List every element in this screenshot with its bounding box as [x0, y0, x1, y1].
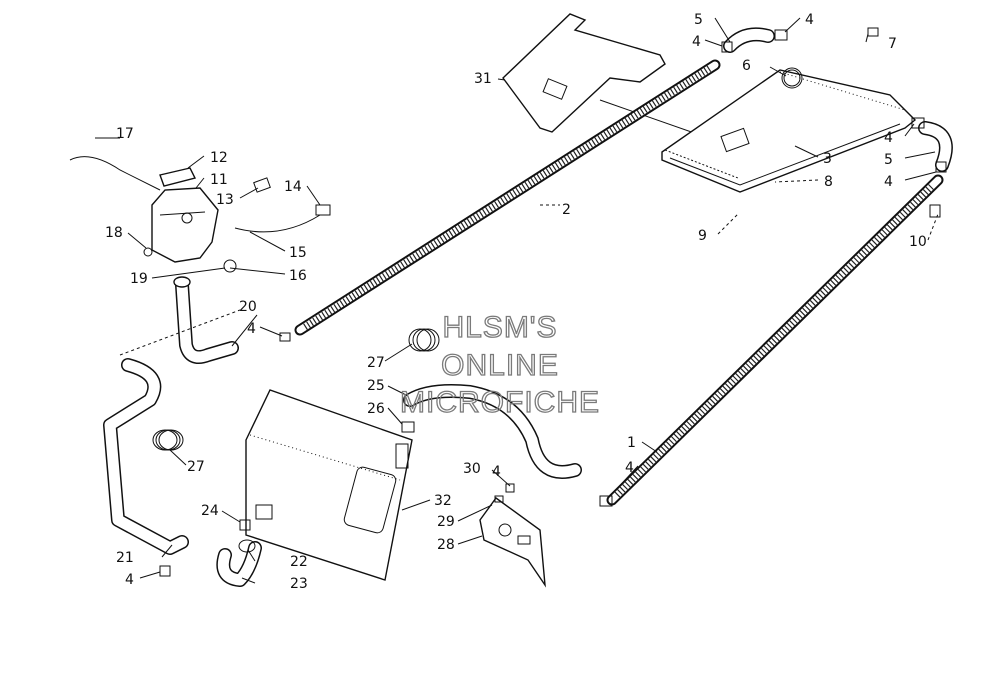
callout-27a: 27 — [367, 355, 385, 371]
hose-part-25 — [401, 384, 582, 479]
callout-17: 17 — [116, 126, 134, 142]
clamp-part-27-center — [408, 328, 440, 352]
cooling-tube-part-1 — [606, 174, 944, 506]
callout-19: 19 — [130, 271, 148, 287]
hose-elbow-part-5-top — [723, 27, 775, 53]
callout-25: 25 — [367, 378, 385, 394]
callout-4c: 4 — [884, 130, 893, 146]
callout-5a: 5 — [694, 12, 703, 28]
hose-part-21 — [103, 358, 189, 577]
callout-4a: 4 — [692, 34, 701, 50]
callout-11: 11 — [210, 172, 228, 188]
callout-30: 30 — [463, 461, 481, 477]
screw-part-29 — [494, 495, 504, 503]
callout-16: 16 — [289, 268, 307, 284]
hose-part-15 — [234, 214, 321, 233]
cooling-tube-part-2 — [294, 59, 721, 336]
grommet-part-19 — [223, 259, 237, 273]
callout-15: 15 — [289, 245, 307, 261]
bracket-part-28 — [479, 483, 546, 588]
coolant-reservoir-part-11 — [69, 156, 331, 273]
callout-6: 6 — [742, 58, 751, 74]
callout-22: 22 — [290, 554, 308, 570]
callout-8: 8 — [824, 174, 833, 190]
leader-lines — [95, 17, 939, 584]
callout-7: 7 — [888, 36, 897, 52]
callout-13: 13 — [216, 192, 234, 208]
callout-9: 9 — [698, 228, 707, 244]
screw-part-7 — [867, 27, 879, 37]
watermark: HLSM'S ONLINE MICROFICHE — [399, 310, 600, 419]
fitting-part-10 — [929, 204, 941, 218]
hose-part-20 — [173, 276, 291, 364]
callout-10: 10 — [909, 234, 927, 250]
callout-labels: 1 2 3 4 4 4 4 4 4 4 4 5 5 6 7 8 9 10 11 … — [105, 12, 927, 592]
callout-23: 23 — [290, 576, 308, 592]
callout-4e: 4 — [247, 321, 256, 337]
fitting-part-26 — [401, 421, 415, 433]
callout-29: 29 — [437, 514, 455, 530]
overflow-hose-part-17 — [69, 156, 161, 191]
callout-31: 31 — [474, 71, 492, 87]
watermark-line-2: ONLINE — [441, 349, 559, 382]
callout-4d: 4 — [884, 174, 893, 190]
callout-4b: 4 — [805, 12, 814, 28]
connectors-part-4 — [599, 29, 947, 507]
callout-1: 1 — [627, 435, 636, 451]
fitting-part-24 — [239, 519, 251, 531]
nut-part-30 — [505, 483, 515, 493]
clamp-part-13 — [253, 177, 271, 193]
clamp-part-27-left — [152, 429, 184, 451]
callout-4g: 4 — [125, 572, 134, 588]
clamp-part-22 — [238, 539, 256, 553]
callout-4h: 4 — [492, 464, 501, 480]
callout-18: 18 — [105, 225, 123, 241]
callout-21: 21 — [116, 550, 134, 566]
callout-32: 32 — [434, 493, 452, 509]
watermark-line-1: HLSM'S — [442, 311, 557, 344]
callout-14: 14 — [284, 179, 302, 195]
hose-elbow-part-5-right — [918, 121, 953, 172]
fitting-part-6 — [781, 67, 803, 89]
heat-exchanger-part-3 — [661, 69, 917, 193]
callout-4f: 4 — [625, 460, 634, 476]
skid-plate-part-31 — [502, 13, 701, 136]
callout-5b: 5 — [884, 152, 893, 168]
hose-part-23 — [216, 519, 262, 587]
callout-20: 20 — [239, 299, 257, 315]
fitting-part-14 — [315, 204, 331, 216]
callout-26: 26 — [367, 401, 385, 417]
callout-2: 2 — [562, 202, 571, 218]
reservoir-cap-part-12 — [159, 167, 197, 187]
radiator-part-32 — [245, 389, 413, 581]
watermark-line-3: MICROFICHE — [400, 386, 600, 419]
callout-27b: 27 — [187, 459, 205, 475]
callout-28: 28 — [437, 537, 455, 553]
callout-3: 3 — [823, 151, 832, 167]
screw-part-18 — [143, 247, 153, 257]
callout-12: 12 — [210, 150, 228, 166]
callout-24: 24 — [201, 503, 219, 519]
